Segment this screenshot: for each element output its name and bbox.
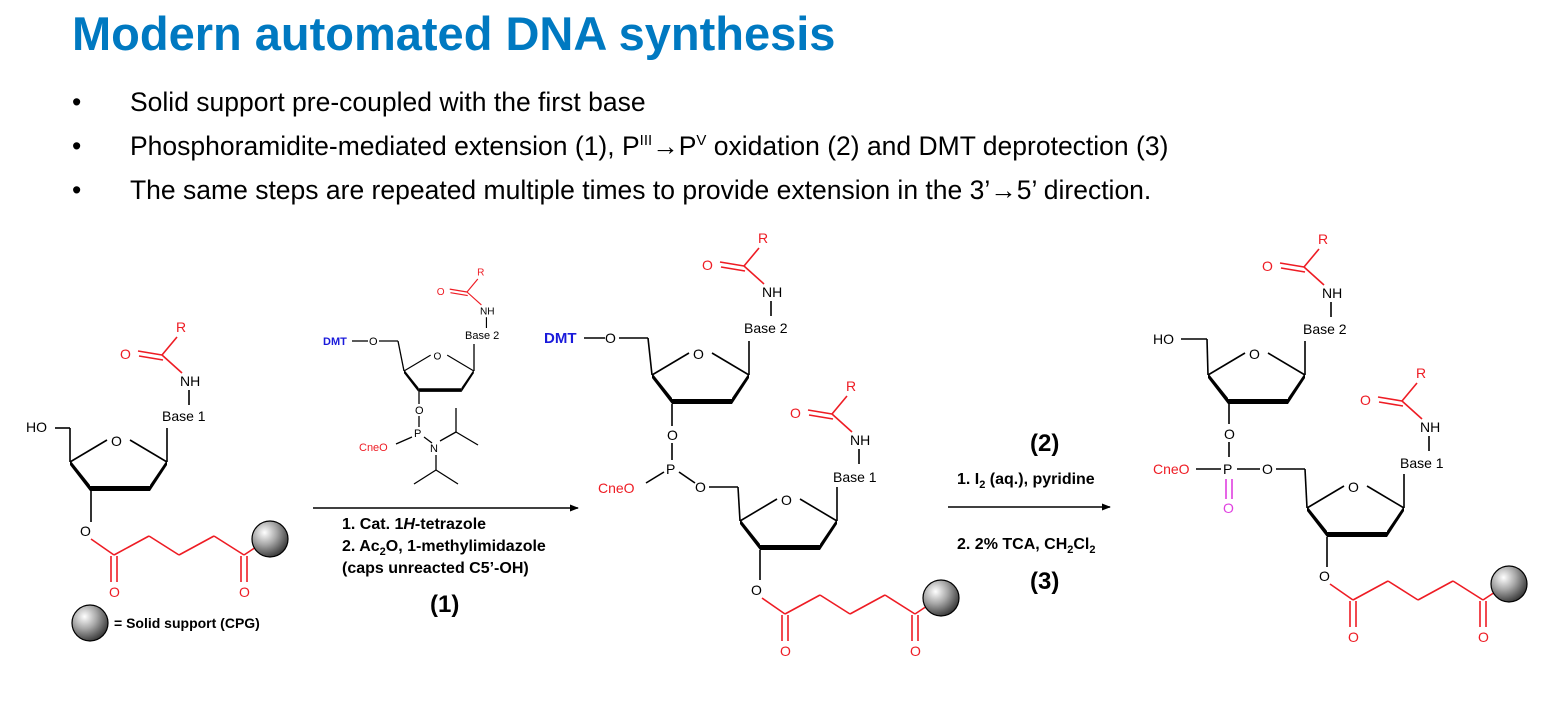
- dmt-label: DMT: [323, 336, 347, 348]
- condition-step-2: 2. Ac2O, 1-methylimidazole: [342, 538, 546, 558]
- svg-text:O: O: [369, 336, 378, 348]
- base2-label: Base 2: [744, 320, 788, 336]
- oxidation-conditions: 1. I2 (aq.), pyridine: [957, 471, 1095, 491]
- structure-phosphoramidite-reagent: DMT O Base 2 O P CneO N: [323, 266, 499, 485]
- phosphate-oxo-label: O: [1223, 500, 1234, 516]
- hydroxyl-label: HO: [1153, 331, 1174, 347]
- deoxyribose-ring: [651, 345, 750, 405]
- bullet-marker: •: [72, 175, 82, 205]
- solid-support-bead-icon: [71, 604, 109, 642]
- bullet-marker: •: [72, 87, 82, 117]
- svg-text:P: P: [666, 461, 675, 477]
- succinyl-linker: [79, 520, 289, 601]
- cyanoethoxy-label: CneO: [1153, 461, 1190, 477]
- support-legend: = Solid support (CPG): [114, 615, 260, 631]
- svg-text:P: P: [414, 428, 421, 440]
- base1-label: Base 1: [162, 408, 206, 424]
- bullet-item-3: • The same steps are repeated multiple ti…: [72, 168, 1168, 212]
- svg-text:O: O: [1224, 426, 1235, 442]
- base2-label: Base 2: [1303, 321, 1347, 337]
- arrow-glyph: →: [990, 175, 1017, 205]
- bullet-text: oxidation (2) and DMT deprotection (3): [706, 131, 1169, 161]
- acyl-protecting-group: [789, 377, 872, 465]
- reaction-step-1: 1. Cat. 1H-tetrazole 2. Ac2O, 1-methylim…: [313, 504, 579, 618]
- oxidation-state-superscript: V: [696, 132, 707, 149]
- acyl-protecting-group: [701, 229, 784, 317]
- base2-label: Base 2: [465, 330, 499, 342]
- acyl-protecting-group: [1261, 230, 1344, 318]
- deoxyribose-ring: [1207, 345, 1306, 405]
- deoxyribose-ring: [739, 491, 838, 551]
- cyanoethoxy-label: CneO: [359, 442, 388, 454]
- bullet-text: 5’ direction.: [1016, 175, 1152, 205]
- slide-title: Modern automated DNA synthesis: [72, 7, 836, 60]
- svg-text:O: O: [605, 330, 616, 346]
- arrow-glyph: →: [652, 131, 679, 161]
- svg-text:P: P: [1223, 461, 1232, 477]
- structure-start-nucleoside: HO Base 1 = Solid support (CPG): [26, 318, 289, 642]
- step-number-1: (1): [430, 591, 459, 618]
- bullet-text: P: [678, 131, 697, 161]
- svg-text:O: O: [667, 427, 678, 443]
- succinyl-linker: [1318, 565, 1528, 646]
- condition-step-1: 1. Cat. 1H-tetrazole: [342, 516, 486, 533]
- acyl-protecting-group: [119, 318, 202, 406]
- svg-text:O: O: [415, 405, 424, 417]
- bullet-item-2: • Phosphoramidite-mediated extension (1),…: [72, 124, 1168, 168]
- condition-step-3: (caps unreacted C5’-OH): [342, 560, 529, 577]
- acyl-protecting-group: [1359, 364, 1442, 452]
- bullet-text: Phosphoramidite-mediated extension (1), …: [130, 131, 640, 161]
- deprotection-conditions: 2. 2% TCA, CH2Cl2: [957, 536, 1096, 556]
- bullet-text: Solid support pre-coupled with the first…: [130, 87, 646, 117]
- deoxyribose-ring: [1306, 478, 1405, 538]
- hydroxyl-label: HO: [26, 419, 47, 435]
- svg-text:N: N: [430, 443, 438, 455]
- dmt-label: DMT: [544, 330, 577, 347]
- bullet-marker: •: [72, 131, 82, 161]
- cyanoethoxy-label: CneO: [598, 480, 635, 496]
- base1-label: Base 1: [1400, 455, 1444, 471]
- svg-text:O: O: [1262, 461, 1273, 477]
- deoxyribose-ring: [69, 432, 168, 492]
- bullet-list: • Solid support pre-coupled with the firs…: [72, 80, 1168, 212]
- step-number-2: (2): [1030, 430, 1059, 457]
- bullet-text: The same steps are repeated multiple tim…: [130, 175, 991, 205]
- svg-text:O: O: [695, 479, 706, 495]
- oxidation-state-superscript: III: [639, 132, 653, 149]
- reaction-step-2-3: (2) 1. I2 (aq.), pyridine 2. 2% TCA, CH2…: [948, 430, 1111, 595]
- succinyl-linker: [750, 579, 960, 660]
- base1-label: Base 1: [833, 469, 877, 485]
- structure-phosphite-dimer: DMT O Base 2 O P CneO O Base 1: [544, 229, 960, 660]
- structure-phosphate-dimer: HO Base 2 O P CneO O O Base 1: [1153, 230, 1528, 646]
- step-number-3: (3): [1030, 568, 1059, 595]
- bullet-item-1: • Solid support pre-coupled with the firs…: [72, 80, 1168, 124]
